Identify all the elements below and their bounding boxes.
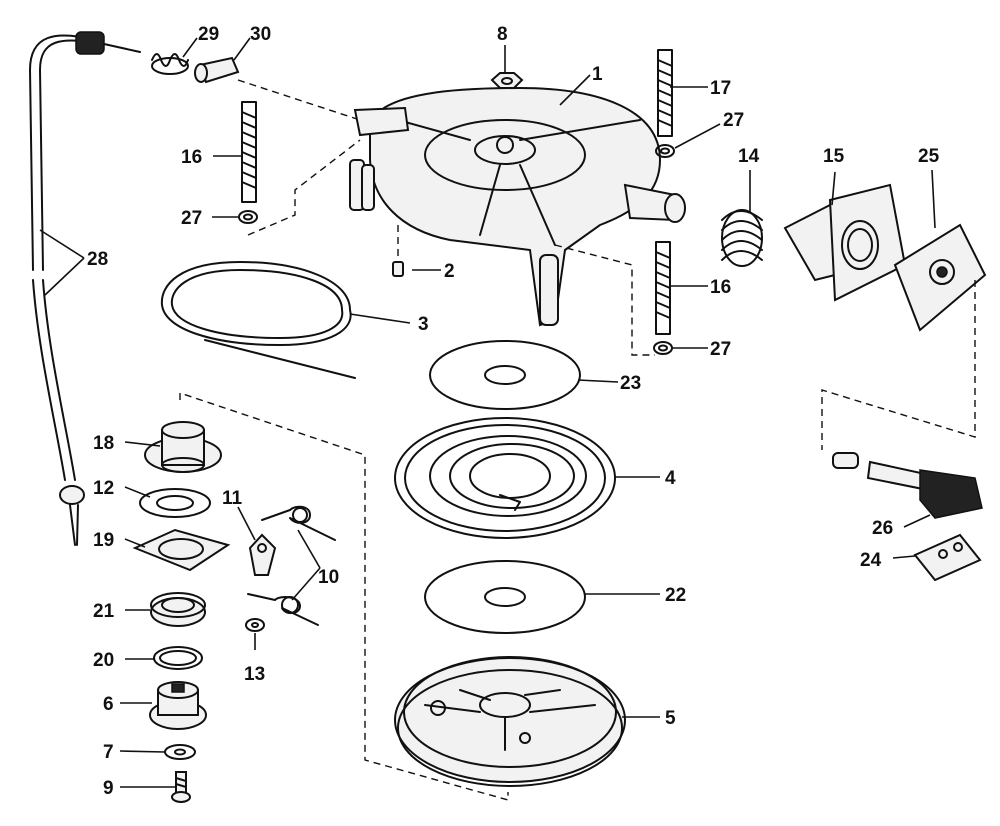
callout-4: 4 bbox=[665, 468, 676, 489]
part-29-spring bbox=[151, 53, 189, 75]
part-30-plunger bbox=[194, 56, 240, 84]
part-4-rewind-spring bbox=[394, 417, 616, 539]
part-27-washer-left bbox=[238, 210, 258, 224]
callout-27-left: 27 bbox=[181, 208, 202, 229]
callout-22: 22 bbox=[665, 585, 686, 606]
part-2-screw bbox=[392, 261, 404, 277]
callout-8: 8 bbox=[497, 24, 508, 45]
part-16-bolt-right bbox=[655, 241, 671, 335]
callout-17: 17 bbox=[710, 78, 731, 99]
part-16-bolt-left bbox=[241, 101, 257, 203]
part-10-spring-upper bbox=[261, 505, 336, 541]
part-26-handle bbox=[832, 452, 983, 519]
part-25-plate bbox=[893, 223, 987, 332]
callout-28: 28 bbox=[87, 249, 108, 270]
callout-7: 7 bbox=[103, 742, 114, 763]
part-15-rope-handle bbox=[783, 183, 907, 302]
part-6-hub bbox=[149, 681, 207, 730]
part-3-rope bbox=[160, 261, 356, 379]
part-27-washer-upper-right bbox=[655, 144, 675, 158]
callout-19: 19 bbox=[93, 530, 114, 551]
callout-27-upper-right: 27 bbox=[723, 110, 744, 131]
part-9-bolt bbox=[171, 771, 191, 803]
callout-29: 29 bbox=[198, 24, 219, 45]
callout-labels: 1 8 29 30 16 27 2 3 17 27 14 15 25 16 27… bbox=[87, 24, 940, 799]
part-13-clip bbox=[245, 618, 265, 632]
part-5-pulley bbox=[394, 656, 626, 787]
callout-15: 15 bbox=[823, 146, 845, 167]
part-22-disk bbox=[424, 560, 586, 634]
part-8-nut bbox=[490, 72, 524, 89]
callout-13: 13 bbox=[244, 664, 265, 685]
callout-21: 21 bbox=[93, 601, 115, 622]
callout-16-left: 16 bbox=[181, 147, 202, 168]
callout-10: 10 bbox=[318, 567, 339, 588]
callout-5: 5 bbox=[665, 708, 676, 729]
callout-25: 25 bbox=[918, 146, 940, 167]
part-11-pawl bbox=[248, 533, 277, 576]
alignment-frame-left bbox=[179, 392, 509, 801]
leader-lines bbox=[39, 37, 936, 788]
callout-16-right: 16 bbox=[710, 277, 731, 298]
part-19-gasket bbox=[132, 528, 231, 572]
callout-23: 23 bbox=[620, 373, 641, 394]
part-10-spring-lower bbox=[247, 593, 319, 626]
callout-12: 12 bbox=[93, 478, 114, 499]
part-1-starter-housing bbox=[349, 86, 686, 327]
callout-6: 6 bbox=[103, 694, 114, 715]
callout-3: 3 bbox=[418, 314, 429, 335]
part-18-bushing bbox=[144, 421, 222, 473]
callout-11: 11 bbox=[222, 488, 243, 509]
callout-27-lower-right: 27 bbox=[710, 339, 731, 360]
part-20-o-ring bbox=[153, 646, 203, 670]
callout-14: 14 bbox=[738, 146, 760, 167]
part-27-washer-lower-right bbox=[653, 341, 673, 355]
part-23-disk bbox=[429, 340, 581, 410]
alignment-line-30 bbox=[237, 79, 361, 121]
part-24-handle-insert bbox=[913, 533, 982, 582]
part-14-spring bbox=[721, 209, 763, 267]
part-17-bolt bbox=[657, 49, 673, 137]
part-7-washer bbox=[164, 744, 196, 760]
callout-9: 9 bbox=[103, 778, 114, 799]
part-21-seal bbox=[150, 592, 206, 627]
callout-30: 30 bbox=[250, 24, 271, 45]
alignment-line-16-left bbox=[247, 139, 361, 236]
callout-26: 26 bbox=[872, 518, 893, 539]
alignment-line-26 bbox=[821, 280, 976, 450]
part-12-washer bbox=[139, 488, 211, 518]
callout-2: 2 bbox=[444, 261, 455, 282]
callout-1: 1 bbox=[592, 64, 603, 85]
part-28-cable bbox=[29, 31, 141, 546]
alignment-line-16-right bbox=[554, 244, 655, 356]
callout-20: 20 bbox=[93, 650, 114, 671]
callout-18: 18 bbox=[93, 433, 114, 454]
callout-24: 24 bbox=[860, 550, 882, 571]
